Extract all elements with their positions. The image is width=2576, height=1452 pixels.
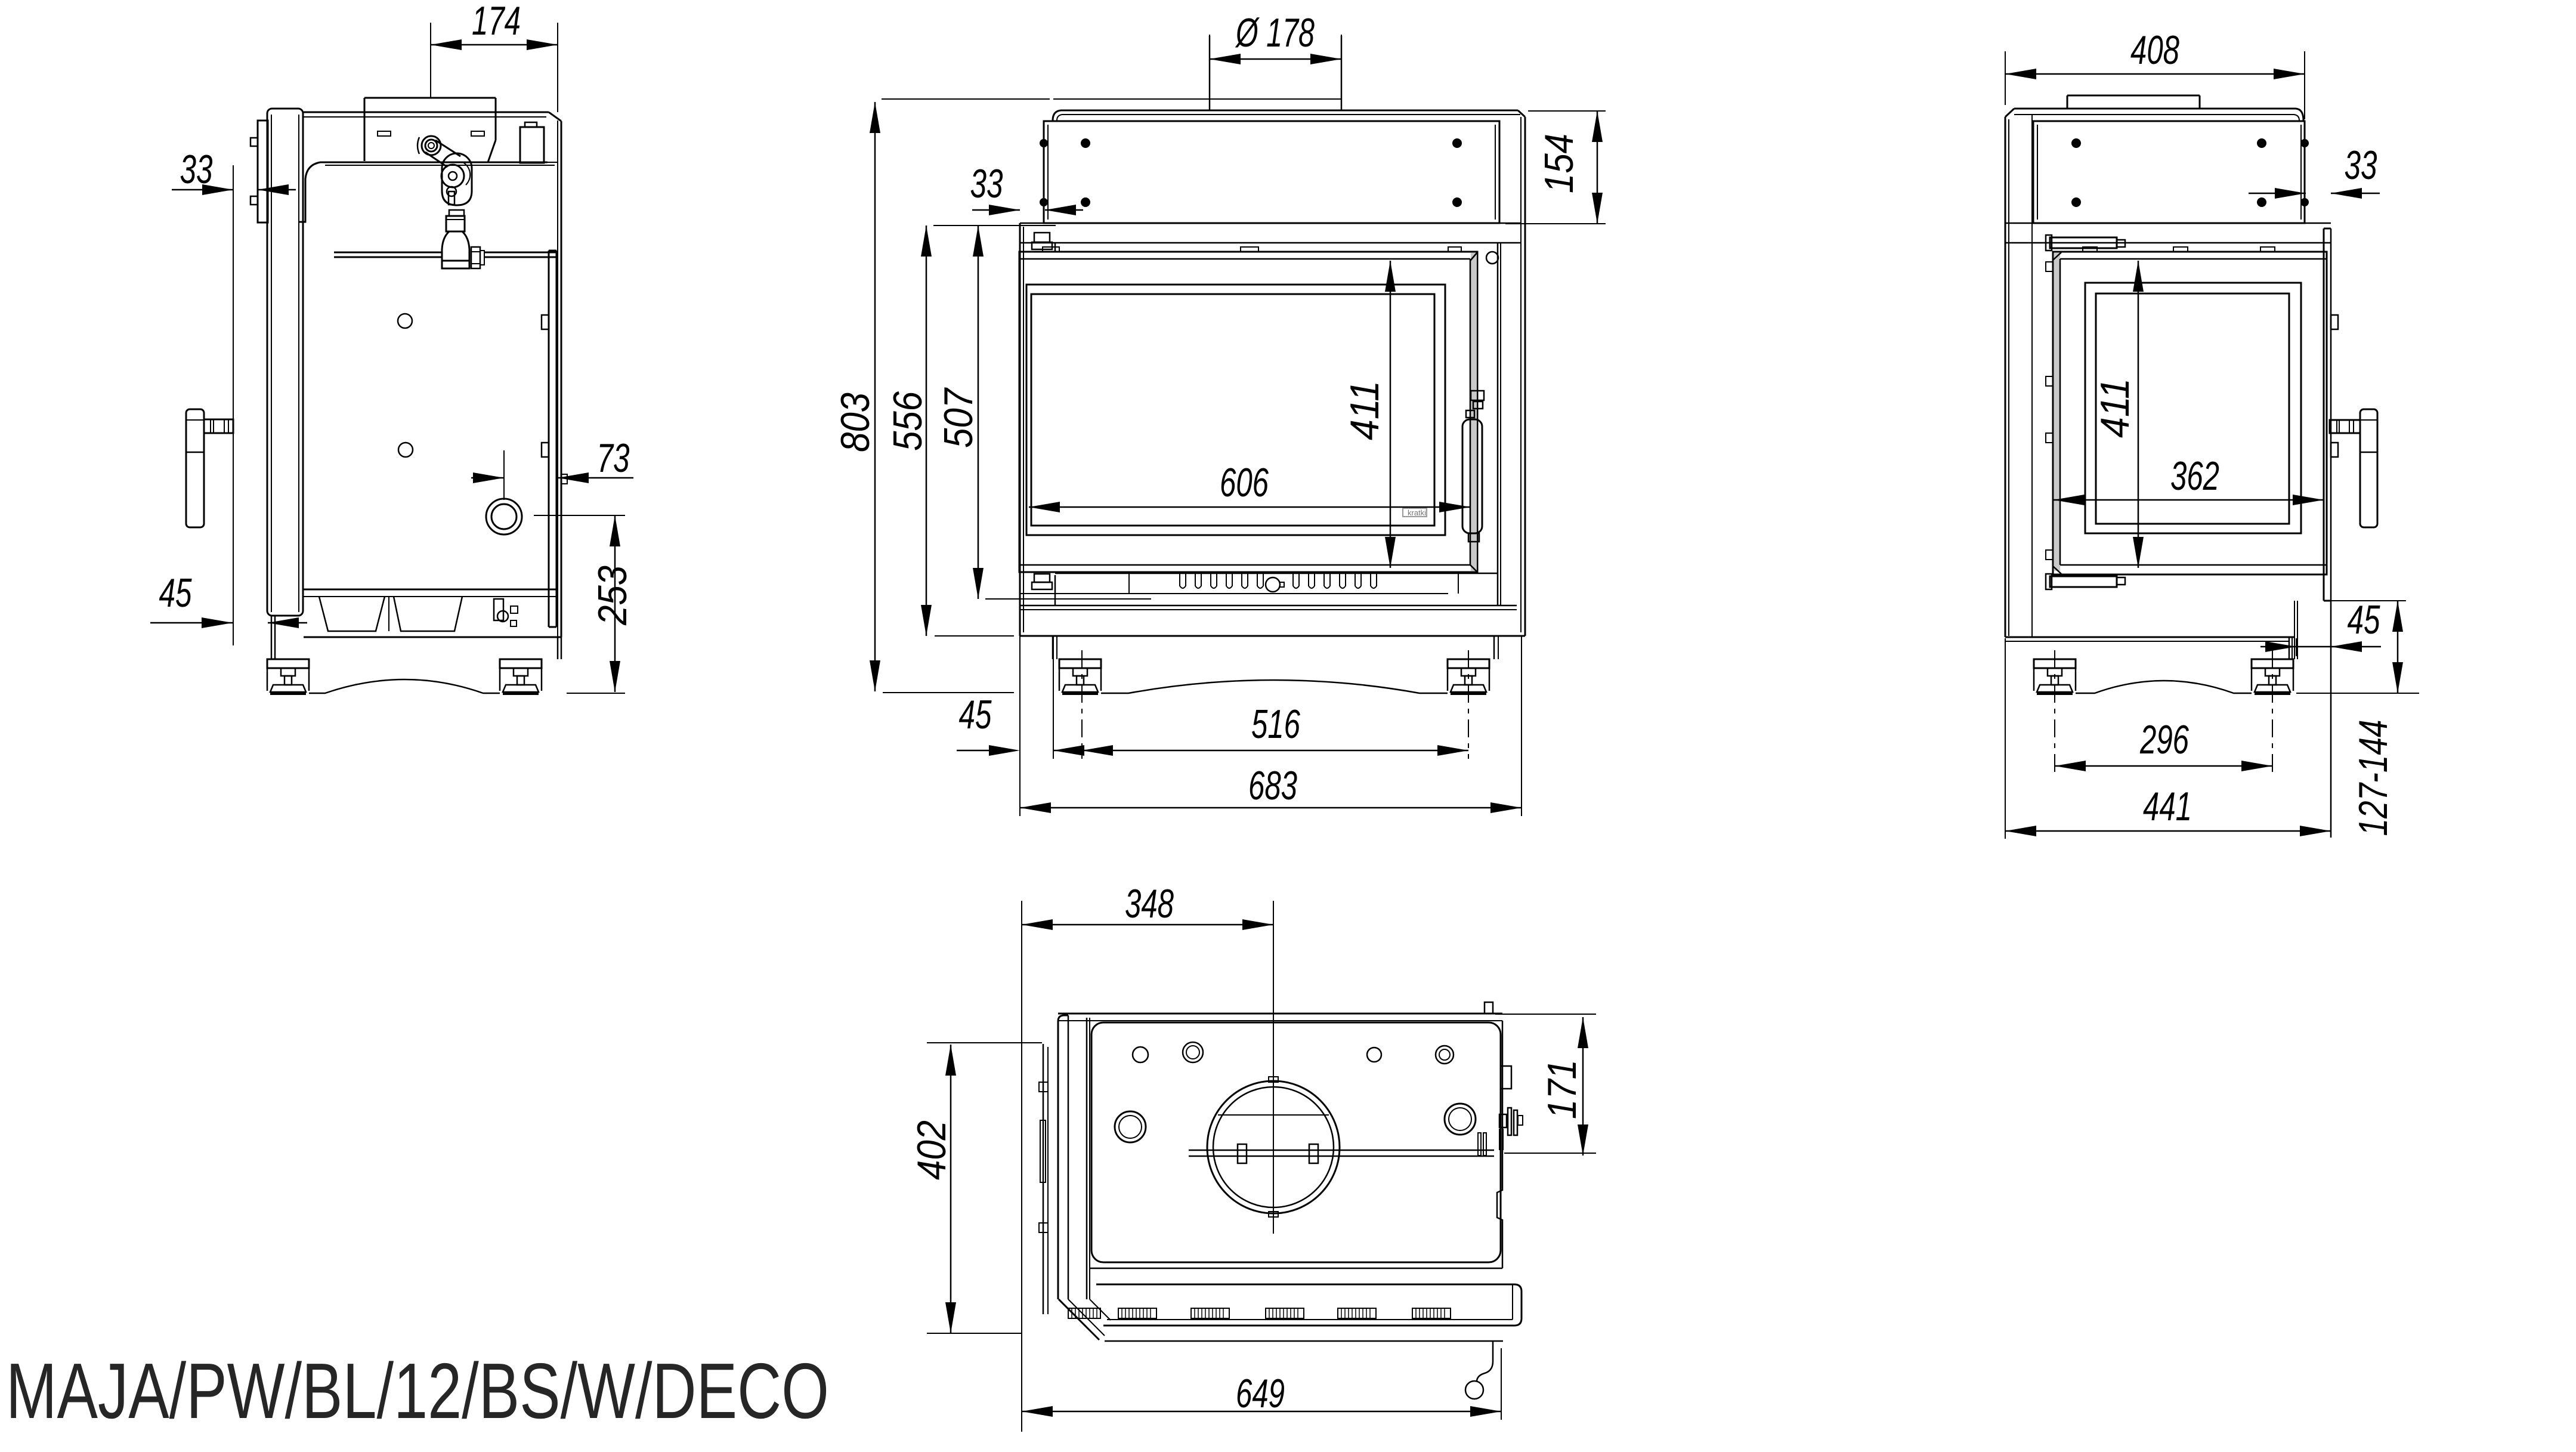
svg-text:33: 33 <box>2345 143 2377 188</box>
svg-text:171: 171 <box>1539 1059 1585 1119</box>
svg-text:45: 45 <box>959 692 992 737</box>
svg-text:362: 362 <box>2170 453 2219 499</box>
svg-text:73: 73 <box>597 435 630 481</box>
svg-text:127-144: 127-144 <box>2351 720 2396 836</box>
svg-text:683: 683 <box>1248 763 1297 808</box>
svg-text:174: 174 <box>472 0 521 44</box>
svg-text:253: 253 <box>590 566 635 626</box>
svg-text:649: 649 <box>1236 1371 1285 1416</box>
svg-text:45: 45 <box>2348 597 2380 642</box>
svg-text:411: 411 <box>1342 381 1387 440</box>
svg-text:Ø 178: Ø 178 <box>1235 10 1315 55</box>
svg-text:516: 516 <box>1251 702 1300 747</box>
svg-text:507: 507 <box>936 387 981 448</box>
svg-text:kratki: kratki <box>1408 508 1426 517</box>
svg-text:441: 441 <box>2143 784 2192 829</box>
svg-text:803: 803 <box>833 393 878 452</box>
svg-text:154: 154 <box>1536 134 1582 193</box>
svg-text:33: 33 <box>970 161 1003 206</box>
svg-text:411: 411 <box>2092 378 2138 438</box>
svg-text:348: 348 <box>1125 881 1174 926</box>
svg-text:408: 408 <box>2130 27 2179 73</box>
svg-text:45: 45 <box>159 570 192 616</box>
svg-text:MAJA/PW/BL/12/BS/W/DECO: MAJA/PW/BL/12/BS/W/DECO <box>6 1347 829 1435</box>
svg-text:402: 402 <box>909 1120 954 1180</box>
svg-text:296: 296 <box>2139 717 2189 762</box>
svg-text:556: 556 <box>885 391 930 451</box>
svg-text:33: 33 <box>180 147 213 192</box>
svg-text:606: 606 <box>1220 460 1269 505</box>
